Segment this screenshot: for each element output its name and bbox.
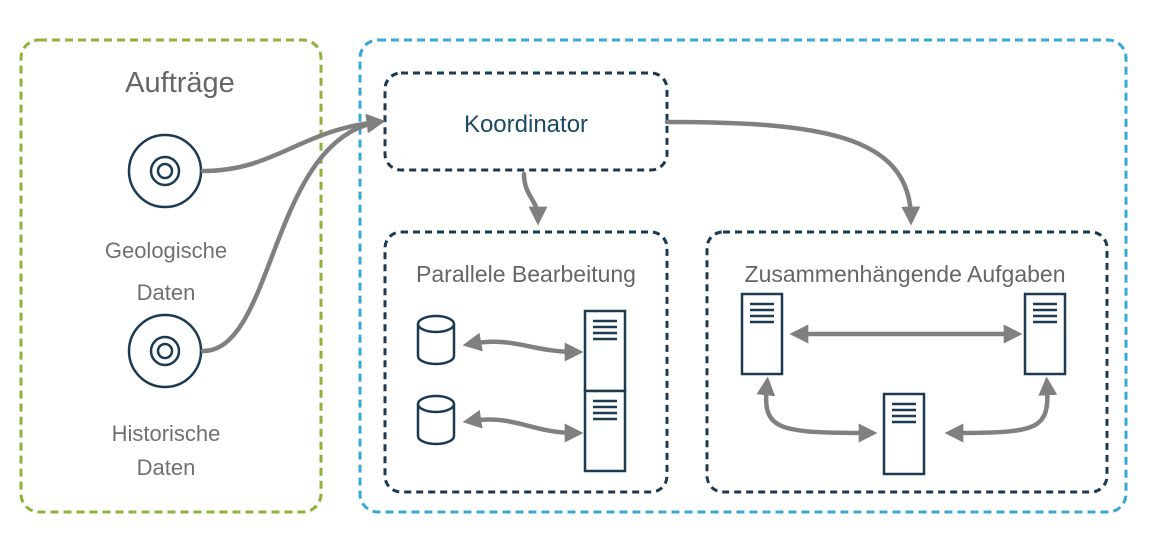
orders-title: Aufträge	[125, 67, 235, 99]
arrow-coordinator-to-connected	[664, 119, 921, 226]
system-panel	[358, 38, 1128, 514]
arrow-db1-server1	[462, 332, 584, 362]
arrow-historical-to-coordinator	[200, 114, 386, 354]
arrow-coordinator-to-parallel	[521, 171, 548, 226]
coordinator-label: Koordinator	[464, 111, 588, 138]
geological-data-label-line1: Geologische	[105, 238, 227, 263]
server-icon-p2	[583, 389, 627, 473]
orders-panel	[19, 38, 323, 514]
server-icon-p1	[583, 309, 627, 393]
geological-data-label-line2: Daten	[137, 280, 196, 305]
connected-tasks-title: Zusammenhängende Aufgaben	[745, 261, 1066, 287]
arrow-c3-c2	[944, 376, 1058, 443]
server-icon-c1	[740, 292, 784, 376]
arrow-geological-to-coordinator	[200, 113, 386, 174]
server-icon-c2	[1023, 292, 1067, 376]
database-icon-2	[416, 394, 456, 446]
database-icon-1	[416, 314, 456, 366]
historical-data-label-line1: Historische	[112, 421, 221, 446]
historical-data-label-line2: Daten	[137, 455, 196, 480]
geological-data-disc-icon	[127, 133, 203, 209]
arrow-c1-c3	[756, 376, 878, 443]
parallel-processing-title: Parallele Bearbeitung	[416, 261, 636, 287]
historical-data-disc-icon	[127, 313, 203, 389]
server-icon-c3	[882, 392, 926, 476]
arrow-db2-server2	[462, 409, 584, 443]
